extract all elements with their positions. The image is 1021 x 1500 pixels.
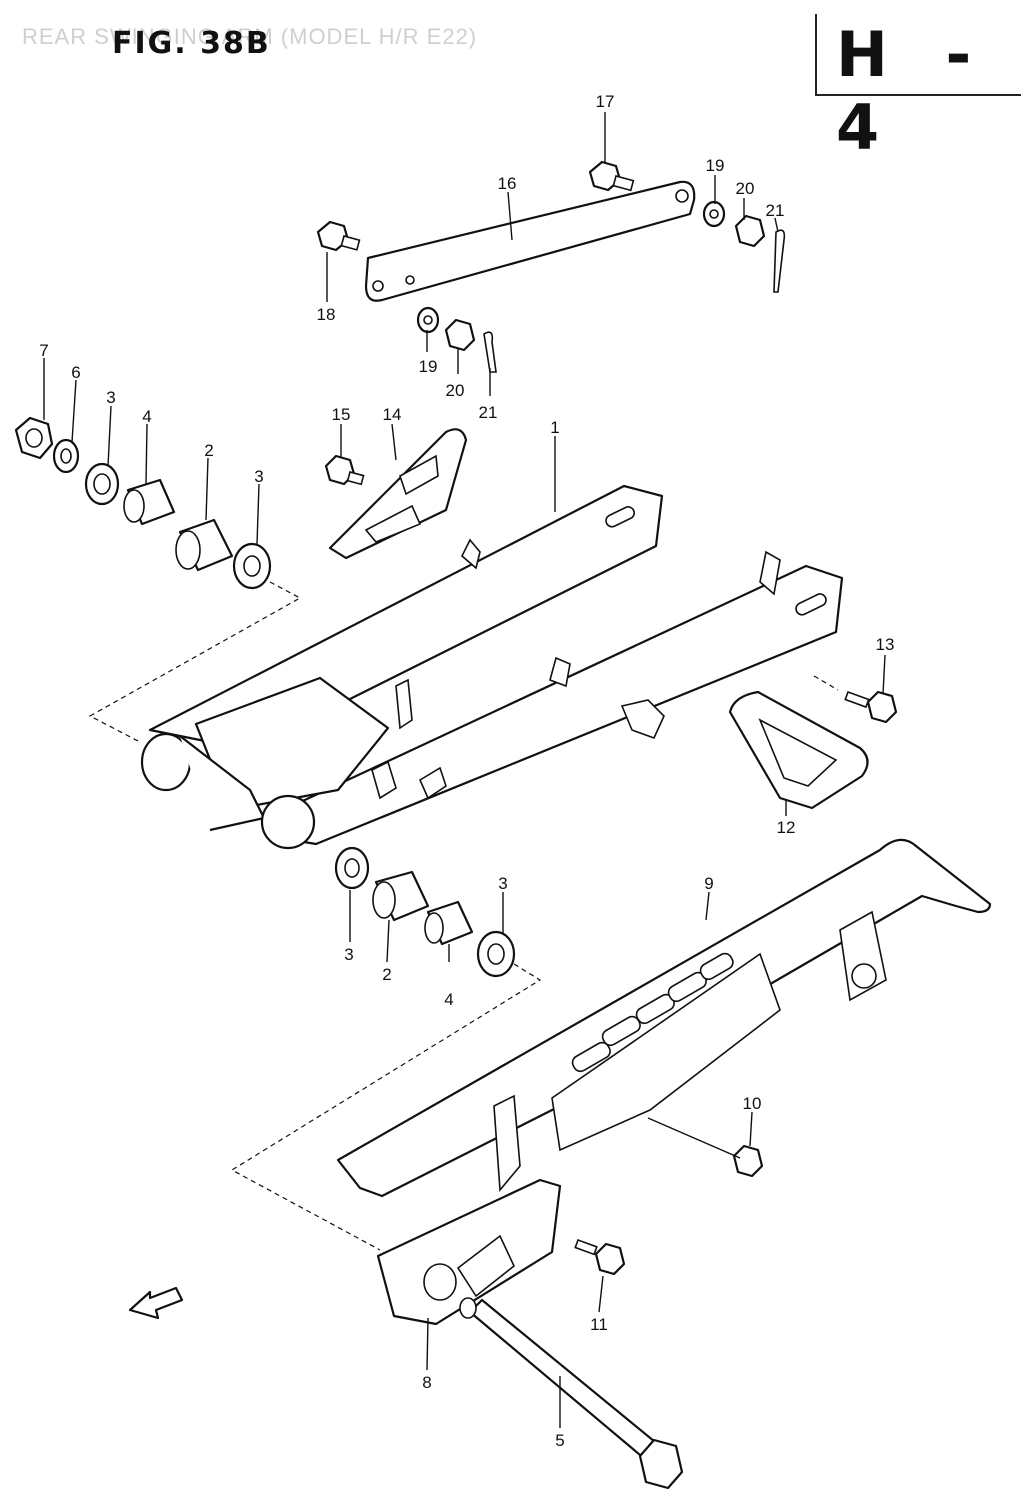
- callout-5: 5: [555, 1431, 564, 1450]
- diagram-title-faint: REAR SWINGING ARM (MODEL H/R E22): [22, 24, 478, 49]
- part-20-nut-lower[interactable]: [444, 318, 476, 352]
- callout-17: 17: [596, 92, 615, 111]
- callout-15: 15: [332, 405, 351, 424]
- callout-21: 21: [479, 403, 498, 422]
- part-13-bolt[interactable]: [844, 690, 898, 724]
- callout-3: 3: [344, 945, 353, 964]
- part-1-swingarm[interactable]: [140, 484, 844, 850]
- part-15-bolt[interactable]: [324, 454, 365, 486]
- callout-13: 13: [876, 635, 895, 654]
- callout-2: 2: [382, 965, 391, 984]
- part-14-chain-guide[interactable]: [328, 428, 468, 560]
- assembly-line-pivot-upper: [88, 581, 302, 743]
- callout-20: 20: [446, 381, 465, 400]
- callout-4: 4: [142, 407, 151, 426]
- callout-6: 6: [71, 363, 80, 382]
- callout-9: 9: [704, 874, 713, 893]
- callout-11: 11: [590, 1315, 608, 1334]
- leader-lines: [43, 112, 886, 1428]
- part-21-cotter-pin-upper[interactable]: [773, 229, 786, 293]
- callout-21: 21: [766, 201, 785, 220]
- callout-14: 14: [383, 405, 402, 424]
- part-16-torque-link[interactable]: [364, 180, 696, 302]
- assembly-line-guard: [813, 675, 839, 691]
- callout-12: 12: [777, 818, 796, 837]
- part-10-bolt[interactable]: [732, 1144, 764, 1178]
- callout-20: 20: [736, 179, 755, 198]
- part-7-nut[interactable]: [14, 416, 54, 460]
- figure-label: FIG. 38B: [112, 26, 271, 61]
- part-2-bushing-b[interactable]: [372, 870, 430, 922]
- callout-3: 3: [254, 467, 263, 486]
- callout-4: 4: [444, 990, 453, 1009]
- part-4-spacer-b[interactable]: [424, 900, 474, 946]
- callout-1: 1: [550, 418, 559, 437]
- callout-8: 8: [422, 1373, 431, 1392]
- part-19-washer-lower[interactable]: [416, 306, 440, 334]
- callout-10: 10: [743, 1094, 762, 1113]
- callout-19: 19: [419, 357, 438, 376]
- part-17-bolt[interactable]: [588, 160, 635, 192]
- part-4-spacer-a[interactable]: [123, 478, 176, 526]
- part-12-chain-guard-plate[interactable]: [728, 690, 869, 810]
- section-code: H - 4: [836, 18, 990, 164]
- part-21-cotter-pin-lower[interactable]: [483, 331, 497, 373]
- part-5-axle[interactable]: [459, 1297, 684, 1490]
- callout-19: 19: [706, 156, 725, 175]
- section-box: [815, 14, 1021, 96]
- callout-2: 2: [204, 441, 213, 460]
- part-3-bearing-a[interactable]: [84, 462, 120, 506]
- callout-18: 18: [317, 305, 336, 324]
- part-18-bolt[interactable]: [316, 220, 361, 252]
- callout-16: 16: [498, 174, 517, 193]
- part-11-bolt[interactable]: [574, 1238, 626, 1276]
- callout-3: 3: [498, 874, 507, 893]
- part-3-bearing-b[interactable]: [232, 542, 272, 590]
- callout-7: 7: [39, 341, 48, 360]
- part-19-washer-upper[interactable]: [702, 200, 726, 228]
- front-direction-arrow-icon: [128, 1286, 184, 1320]
- part-9-chain-case[interactable]: [336, 838, 992, 1198]
- part-6-washer[interactable]: [52, 438, 80, 474]
- part-3-bearing-c[interactable]: [334, 846, 370, 890]
- part-2-bushing-a[interactable]: [175, 518, 234, 572]
- part-8-adjuster[interactable]: [376, 1178, 562, 1326]
- assembly-line-pivot-lower: [230, 963, 542, 1251]
- callout-3: 3: [106, 388, 115, 407]
- part-20-nut-upper[interactable]: [734, 214, 766, 248]
- part-3-bearing-d[interactable]: [476, 930, 516, 978]
